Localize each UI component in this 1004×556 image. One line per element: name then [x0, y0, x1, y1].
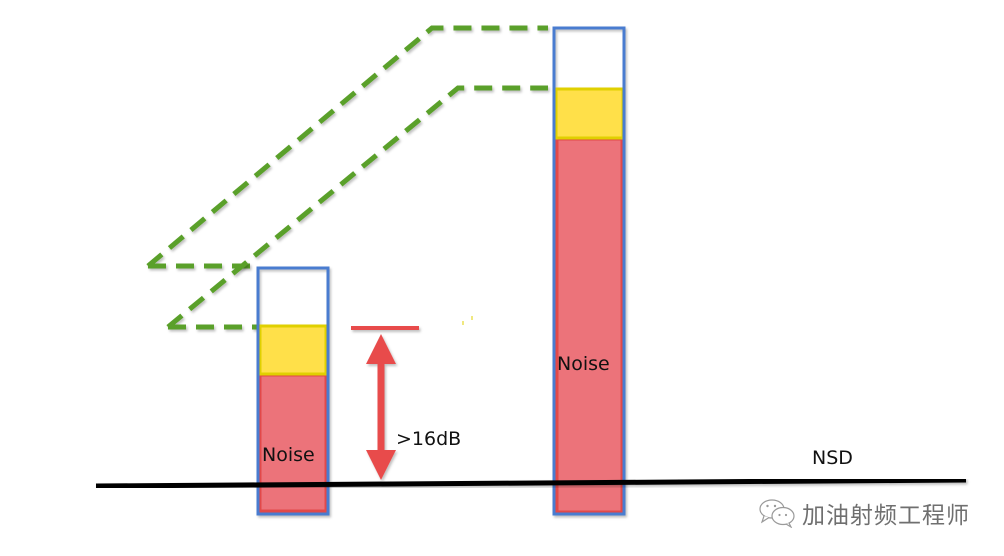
projection-line-lower [166, 85, 548, 330]
large-bar-signal [554, 87, 625, 140]
large-bar-frame [552, 26, 626, 516]
wechat-icon [759, 499, 795, 528]
large-bar-noise-label: Noise [557, 353, 610, 375]
small-bar-noise [258, 373, 328, 513]
margin-label: >16dB [396, 428, 462, 450]
small-bar-frame [256, 266, 330, 516]
watermark: 加油射频工程师 [758, 496, 970, 530]
small-bar-noise-label: Noise [262, 444, 315, 466]
small-bar [256, 266, 330, 516]
projection-line-upper [146, 25, 548, 269]
small-bar-signal [258, 324, 328, 376]
large-bar-noise [555, 137, 624, 514]
nsd-label: NSD [812, 447, 853, 469]
nsd-floor-line [95, 477, 967, 489]
watermark-text: 加油射频工程师 [802, 503, 970, 529]
margin-arrow [351, 326, 419, 480]
large-bar [552, 26, 626, 516]
